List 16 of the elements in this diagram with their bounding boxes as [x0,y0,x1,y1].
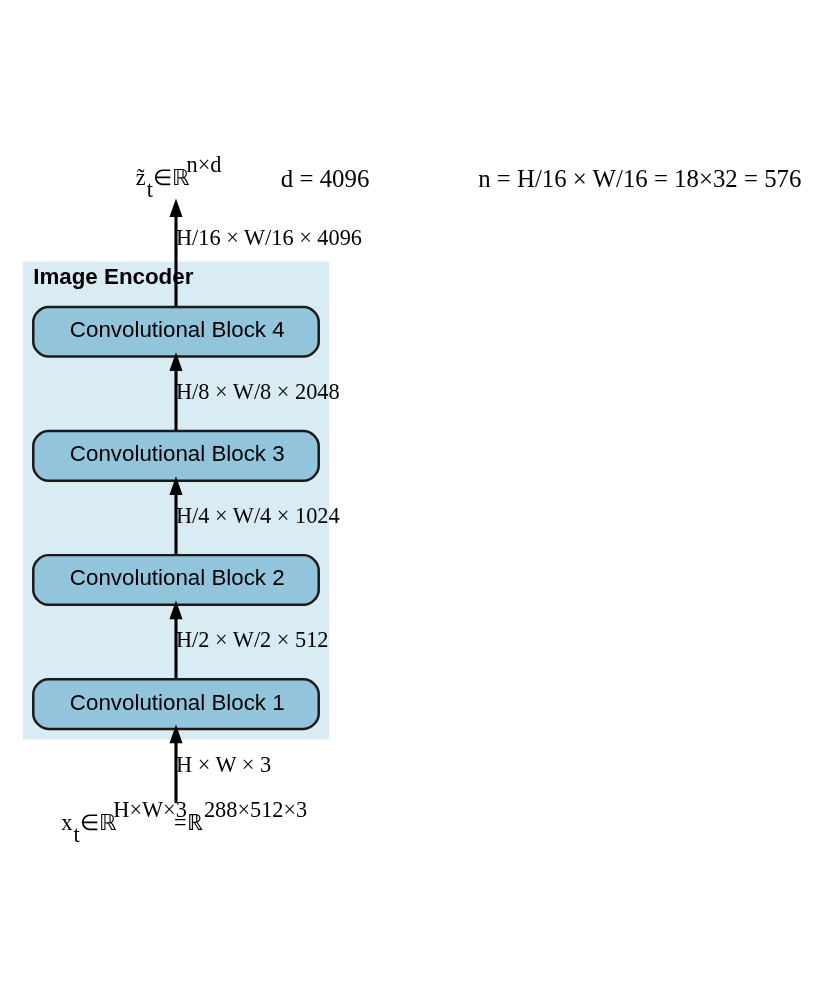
node-box: Convolutional Block 4 [32,305,320,358]
arrow [169,197,183,307]
arrow [169,351,183,431]
edge-label: H/16 × W/16 × 4096 [175,224,363,250]
edge-label: H × W × 3 [175,751,272,777]
label: n = H/16 × W/16 = 18×32 = 576 [478,164,802,192]
edge-label: H/8 × W/8 × 2048 [175,378,340,404]
node-box: Convolutional Block 1 [32,677,320,730]
edge-label: H/4 × W/4 × 1024 [175,502,340,528]
arrow [169,724,183,803]
node-box: Convolutional Block 2 [32,553,320,606]
arrow [169,599,183,679]
label: d = 4096 [280,164,370,192]
edge-label: H/2 × W/2 × 512 [175,626,329,652]
arrow [169,475,183,555]
node-box: Convolutional Block 3 [32,429,320,482]
